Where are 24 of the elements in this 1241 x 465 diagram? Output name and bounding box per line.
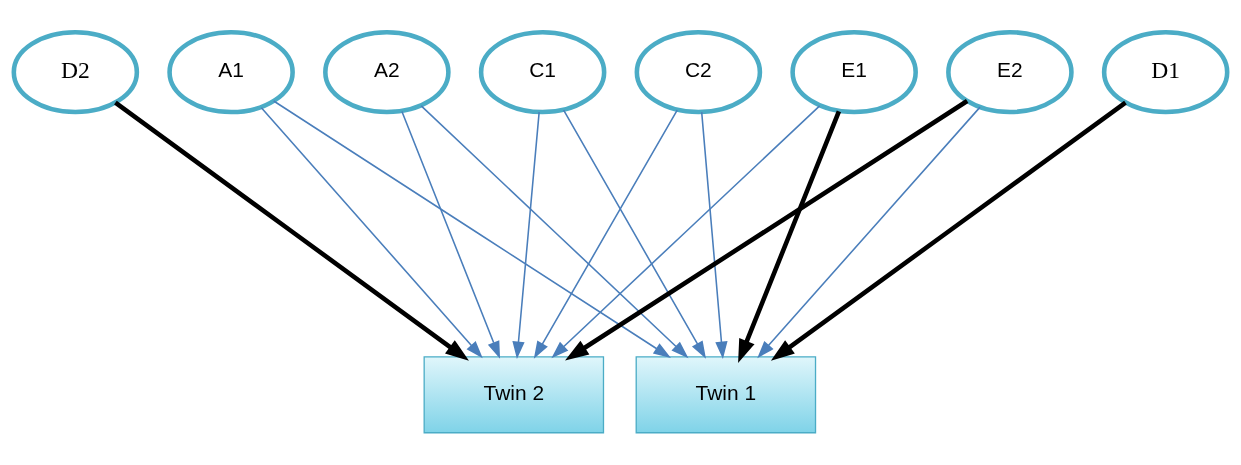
node-ellipse: A2 [323,29,451,115]
arrow [551,105,821,359]
node-ellipse: D2 [11,29,140,115]
arrow [401,110,501,359]
arrow [512,111,540,360]
arrow [565,99,969,361]
arrow [420,105,689,359]
arrow [533,109,678,359]
arrow [272,100,671,358]
node-ellipse: E2 [946,29,1074,115]
node-box: Twin 1 [635,356,817,434]
node-box: Twin 2 [423,356,605,434]
arrow [770,100,1127,361]
node-ellipse: D1 [1101,29,1230,115]
node-ellipse: A1 [167,29,295,115]
node-ellipse: C2 [634,29,763,115]
arrow [757,106,981,359]
arrow [700,111,728,360]
arrow [260,106,483,359]
node-ellipse: C1 [478,29,607,115]
arrow [114,100,469,361]
arrow [562,109,706,359]
arrow [738,110,842,363]
node-ellipse: E1 [790,29,918,115]
